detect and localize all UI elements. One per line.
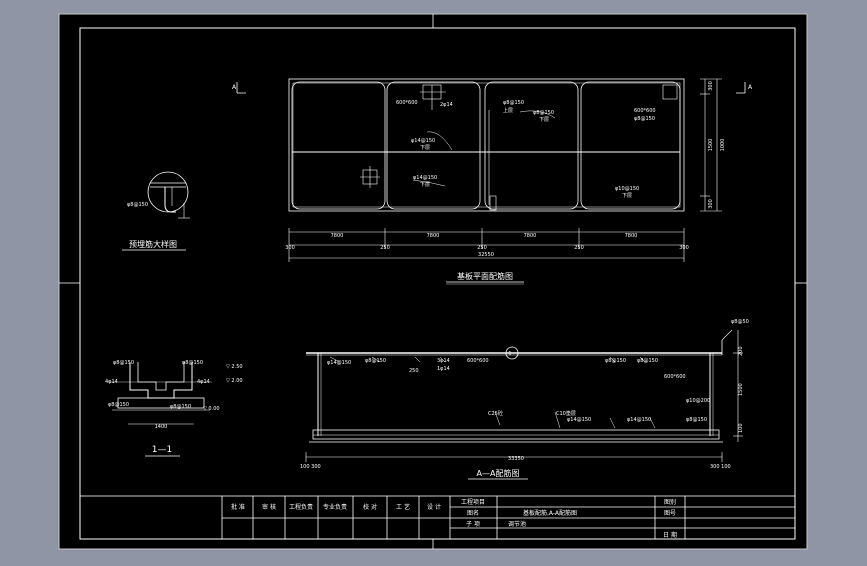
section-mark-right: A	[748, 84, 753, 91]
aa-note-17: 1	[508, 351, 511, 357]
plan-view: 600*600 2φ14 φ8@150 φ8@150 上层 下层 φ14@150…	[232, 78, 753, 285]
plan-note-10: φ8@150	[634, 116, 655, 122]
aa-note-15: 600*600	[664, 374, 686, 380]
section-aa-view: φ14@150 φ8@150 250 3φ14 1φ14 600*600 φ8@…	[300, 319, 749, 480]
chamber-4	[580, 81, 681, 210]
plan-note-5: 上层	[503, 107, 513, 114]
aa-note-16: φ8@50	[731, 319, 749, 325]
frame-center-marks	[59, 14, 807, 549]
plan-note-11: φ14@150	[413, 175, 437, 181]
aa-note-14: φ8@150	[686, 417, 707, 423]
plan-note-7: φ14@150	[411, 138, 435, 144]
tb-date-label: 日 期	[663, 531, 677, 539]
aa-note-7: φ8@150	[605, 358, 626, 364]
aa-note-4: 3φ14	[437, 358, 450, 364]
aa-note-20: 1500	[738, 383, 744, 396]
sheet	[58, 13, 808, 550]
aa-note-19: 200	[738, 346, 744, 356]
plan-outline	[288, 78, 685, 212]
aa-note-6: 600*600	[467, 358, 489, 364]
aa-note-13: φ10@200	[686, 398, 710, 404]
detail-view: φ8@150 预埋筋大样图	[122, 171, 190, 251]
section-11-view: φ8@150 φ8@150 4φ14 4φ14 φ8@150 φ8@150 14…	[105, 360, 243, 457]
s11-note-5: φ8@150	[108, 402, 129, 408]
title-block	[79, 495, 796, 540]
aa-note-2: φ8@150	[365, 358, 386, 364]
detail-title: 预埋筋大样图	[129, 239, 177, 249]
tb-drawing-type-label: 图别	[664, 498, 676, 506]
tb-specialty: 专业负责	[323, 503, 347, 511]
s11-note-3: 4φ14	[105, 379, 118, 385]
aa-note-18: 100	[738, 423, 744, 433]
plan-rdim-2: 1500	[708, 139, 714, 152]
tb-approve: 批 准	[231, 503, 245, 511]
section-mark-left: A	[232, 84, 237, 91]
aa-dim-total: 33350	[508, 456, 524, 462]
tb-engineer: 工程负责	[289, 503, 313, 511]
tb-drawing-no-label: 图号	[664, 510, 676, 517]
chamber-2	[386, 81, 481, 210]
plan-note-2: 2φ14	[440, 102, 453, 108]
aa-note-11: φ14@150	[567, 417, 591, 423]
tb-design: 设 计	[427, 503, 441, 511]
plan-note-6: 下层	[539, 117, 549, 123]
s11-note-7: 1400	[155, 424, 168, 430]
plan-dim-2: 250	[380, 245, 390, 251]
s11-note-2: φ8@150	[182, 360, 203, 366]
tb-drawing-label: 图名	[467, 509, 479, 517]
plan-note-4: φ8@150	[533, 110, 554, 116]
plan-dim-total: 32550	[478, 252, 494, 258]
aa-note-8: φ8@150	[637, 358, 658, 364]
tb-subitem-label: 子 项	[466, 521, 480, 528]
s11-note-1: φ8@150	[113, 360, 134, 366]
plan-rdim-1: 300	[708, 81, 714, 91]
plan-note-8: 下层	[420, 145, 430, 151]
s11-note-9: ▽ 2.00	[226, 378, 243, 384]
aa-note-3: 250	[409, 368, 419, 374]
detail-note: φ8@150	[127, 202, 148, 208]
aa-dim-left: 100 300	[300, 464, 321, 470]
s11-note-4: 4φ14	[197, 379, 210, 385]
plan-note-1: 600*600	[396, 100, 418, 106]
aa-note-10: C10垫层	[556, 410, 576, 417]
plan-dim-1: 7800	[331, 233, 344, 239]
tb-review: 校 对	[363, 503, 377, 511]
plan-dim-4: 250	[477, 245, 487, 251]
plan-note-9: 600*600	[634, 108, 656, 114]
plan-title: 基板平面配筋图	[457, 271, 513, 281]
plan-note-13: 下层	[420, 182, 430, 188]
aa-note-9: C25砼	[488, 410, 503, 417]
plan-rdim-3: 1000	[720, 139, 726, 152]
plan-rdim-4: 300	[708, 199, 714, 209]
plan-note-12: φ10@150	[615, 186, 639, 192]
tb-project-label: 工程项目	[461, 498, 485, 506]
tb-craft: 工 艺	[396, 503, 410, 511]
tb-check: 审 核	[262, 503, 276, 511]
plan-note-14: 下层	[622, 193, 632, 199]
aa-dim-right: 300 100	[710, 464, 731, 470]
tb-drawing-name: 基板配筋,A-A配筋图	[523, 509, 577, 517]
plan-dim-6: 250	[574, 245, 584, 251]
plan-dim-7: 7800	[625, 233, 638, 239]
s11-note-8: ▽ 2.50	[226, 364, 243, 370]
aa-note-12: φ14@150	[627, 417, 651, 423]
aa-note-5: 1φ14	[437, 366, 450, 372]
aa-title: A—A配筋图	[477, 468, 520, 478]
tb-subitem-value: 调节池	[508, 520, 526, 528]
plan-dim-b5: 300	[679, 245, 689, 251]
plan-note-3: φ8@150	[503, 100, 524, 106]
plan-dim-3: 7800	[427, 233, 440, 239]
aa-note-1: φ14@150	[327, 360, 351, 366]
plan-dim-b1: 300	[285, 245, 295, 251]
s11-note-6: φ8@150	[170, 404, 191, 410]
chamber-3	[484, 81, 579, 210]
s11-note-10: ▽ 0.00	[203, 406, 220, 412]
plan-dim-5: 7800	[524, 233, 537, 239]
chamber-1	[291, 81, 386, 210]
s11-title: 1—1	[152, 445, 172, 455]
